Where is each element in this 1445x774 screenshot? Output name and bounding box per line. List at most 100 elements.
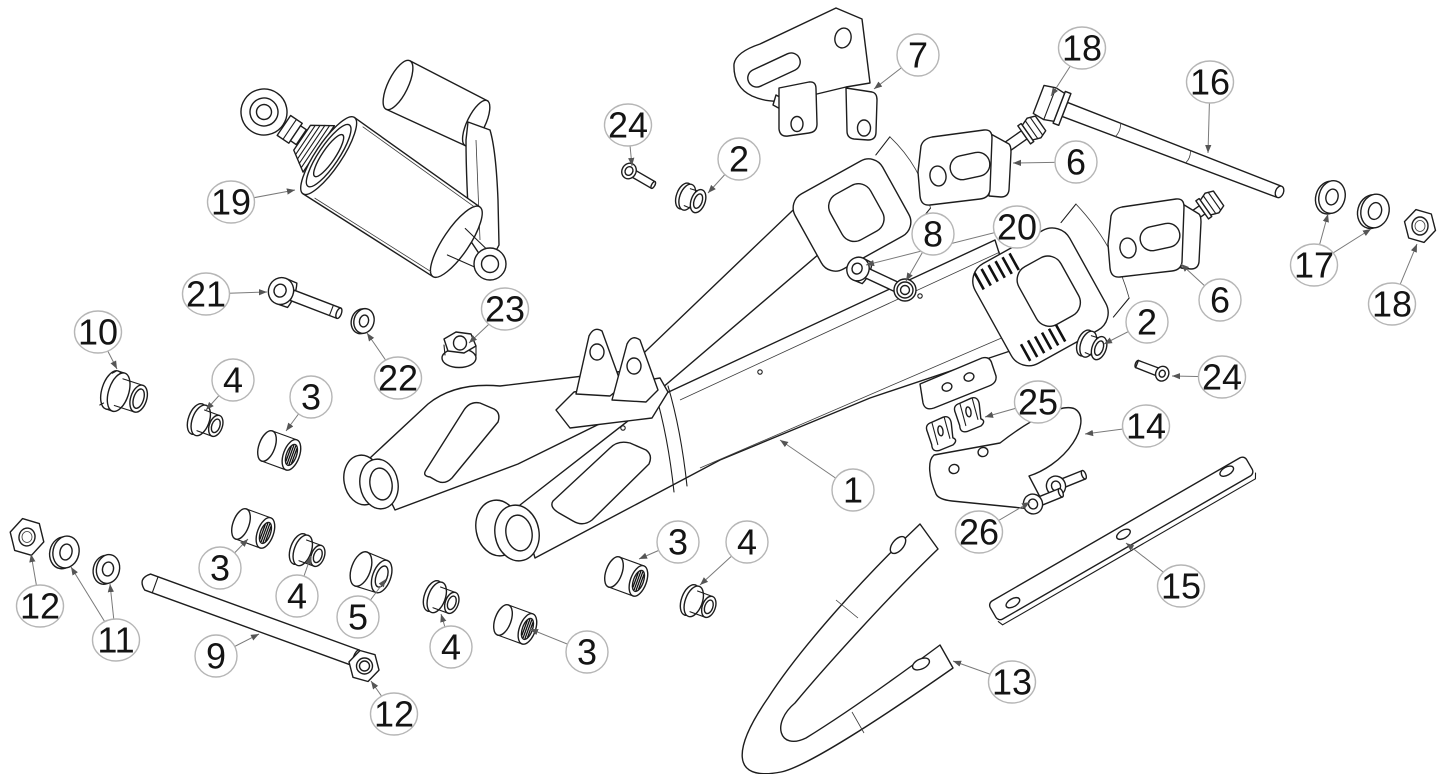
bushing-4d	[679, 583, 717, 619]
callout-circle-12-36	[369, 692, 419, 736]
callout-circle-11-31	[91, 618, 141, 662]
callout-number-24-18: 24	[1202, 357, 1242, 398]
callout-circle-5-28	[336, 595, 380, 639]
callout-number-4-33: 4	[441, 627, 461, 668]
callout-circle-6-11	[1198, 278, 1242, 322]
swingarm-lower-rear-end	[972, 203, 1130, 367]
callout-circle-4-24	[725, 520, 769, 564]
washer-11b	[92, 553, 121, 585]
swingarm-upper-arm-cutout	[423, 401, 500, 484]
chain-adjuster-lower	[1107, 190, 1225, 278]
swingarm	[343, 136, 1130, 562]
washer-17a	[1314, 180, 1346, 215]
callout-circle-2-15	[1125, 300, 1169, 344]
callout-number-11-31: 11	[97, 620, 134, 661]
callout-circle-25-20	[1013, 380, 1063, 424]
callout-number-6-5: 6	[1066, 142, 1086, 183]
screw-24a	[621, 162, 657, 190]
nut-12b	[348, 649, 380, 683]
nut-12a	[9, 517, 45, 556]
needle-bearing-3a	[257, 430, 302, 471]
swingarm-pivot-boss-upper	[343, 454, 399, 510]
clip-25a	[925, 416, 957, 452]
swingarm-upper-rear-end	[792, 136, 932, 272]
callout-number-26-25: 26	[959, 512, 999, 553]
washer-11a	[48, 535, 80, 570]
callout-circle-23-13	[480, 287, 530, 331]
bushing-4a	[186, 402, 224, 438]
callout-circle-3-23	[656, 520, 700, 564]
callout-number-5-28: 5	[348, 597, 368, 638]
needle-bearing-3b	[231, 508, 276, 549]
pivot-rod-9	[141, 573, 361, 667]
axle-nut-18	[1403, 208, 1437, 244]
callout-circle-12-29	[15, 584, 65, 628]
callout-number-7-0: 7	[908, 35, 928, 76]
callout-circle-4-33	[429, 625, 473, 669]
callout-number-21-12: 21	[186, 274, 226, 315]
callout-circle-4-17	[211, 358, 255, 402]
screw-24b	[1134, 359, 1170, 382]
callout-circle-1-22	[831, 468, 875, 512]
callout-number-12-29: 12	[20, 586, 60, 627]
chain-slider-13	[741, 523, 954, 774]
shock-body	[240, 88, 487, 279]
screw-26b	[1022, 487, 1065, 515]
callout-number-4-27: 4	[287, 576, 307, 617]
swingarm-hose-tab	[919, 356, 997, 410]
callout-number-3-19: 3	[301, 377, 321, 418]
callout-number-2-4: 2	[729, 139, 749, 180]
callout-number-1-22: 1	[843, 470, 863, 511]
callout-number-18-1: 18	[1062, 28, 1102, 69]
callout-number-13-35: 13	[992, 662, 1032, 703]
callout-number-17-9: 17	[1294, 245, 1334, 286]
callout-number-15-30: 15	[1161, 566, 1201, 607]
callout-number-3-23: 3	[668, 522, 688, 563]
guard-bracket-14	[929, 407, 1082, 510]
callout-number-3-26: 3	[210, 548, 230, 589]
callout-number-23-13: 23	[485, 289, 525, 330]
callout-number-18-10: 18	[1372, 284, 1412, 325]
needle-bearing-3d	[493, 604, 538, 645]
callout-circle-21-12	[181, 272, 231, 316]
callout-number-3-34: 3	[577, 632, 597, 673]
callout-circle-7-0	[896, 33, 940, 77]
callout-circle-18-1	[1057, 26, 1107, 70]
shock-mount-bridge	[555, 328, 669, 429]
callout-number-4-17: 4	[223, 360, 243, 401]
callout-circle-22-16	[373, 356, 423, 400]
callout-circle-3-19	[289, 375, 333, 419]
callout-number-9-32: 9	[206, 636, 226, 677]
callout-circle-18-10	[1367, 282, 1417, 326]
callout-number-8-8: 8	[923, 214, 943, 255]
callout-number-22-16: 22	[378, 358, 418, 399]
swingarm-pivot-boss-lower	[475, 499, 540, 562]
needle-bearing-3c	[604, 556, 649, 597]
swingarm-lower-arm-cutout	[551, 441, 652, 525]
spacer-5	[349, 551, 393, 594]
bushing-4c	[422, 579, 460, 615]
callout-circle-4-27	[275, 574, 319, 618]
callout-circle-20-7	[992, 205, 1042, 249]
mount-bracket-7	[733, 7, 878, 141]
callout-circle-3-34	[565, 630, 609, 674]
bushing-10	[99, 370, 149, 413]
flange-nut-23	[441, 331, 477, 369]
washer-22	[350, 307, 375, 335]
callout-number-2-15: 2	[1137, 302, 1157, 343]
callout-circle-3-26	[198, 546, 242, 590]
callout-circle-26-25	[954, 510, 1004, 554]
callout-circle-6-5	[1054, 140, 1098, 184]
callout-number-20-7: 20	[997, 207, 1037, 248]
callout-circle-15-30	[1156, 564, 1206, 608]
callout-number-4-24: 4	[737, 522, 757, 563]
callout-circle-24-18	[1197, 355, 1247, 399]
pivot-bolt-21	[267, 276, 343, 320]
callout-circle-24-3	[603, 103, 653, 147]
shock-absorber	[240, 59, 507, 281]
callout-circle-9-32	[194, 634, 238, 678]
callout-circle-19-6	[206, 180, 256, 224]
callout-number-25-20: 25	[1018, 382, 1058, 423]
